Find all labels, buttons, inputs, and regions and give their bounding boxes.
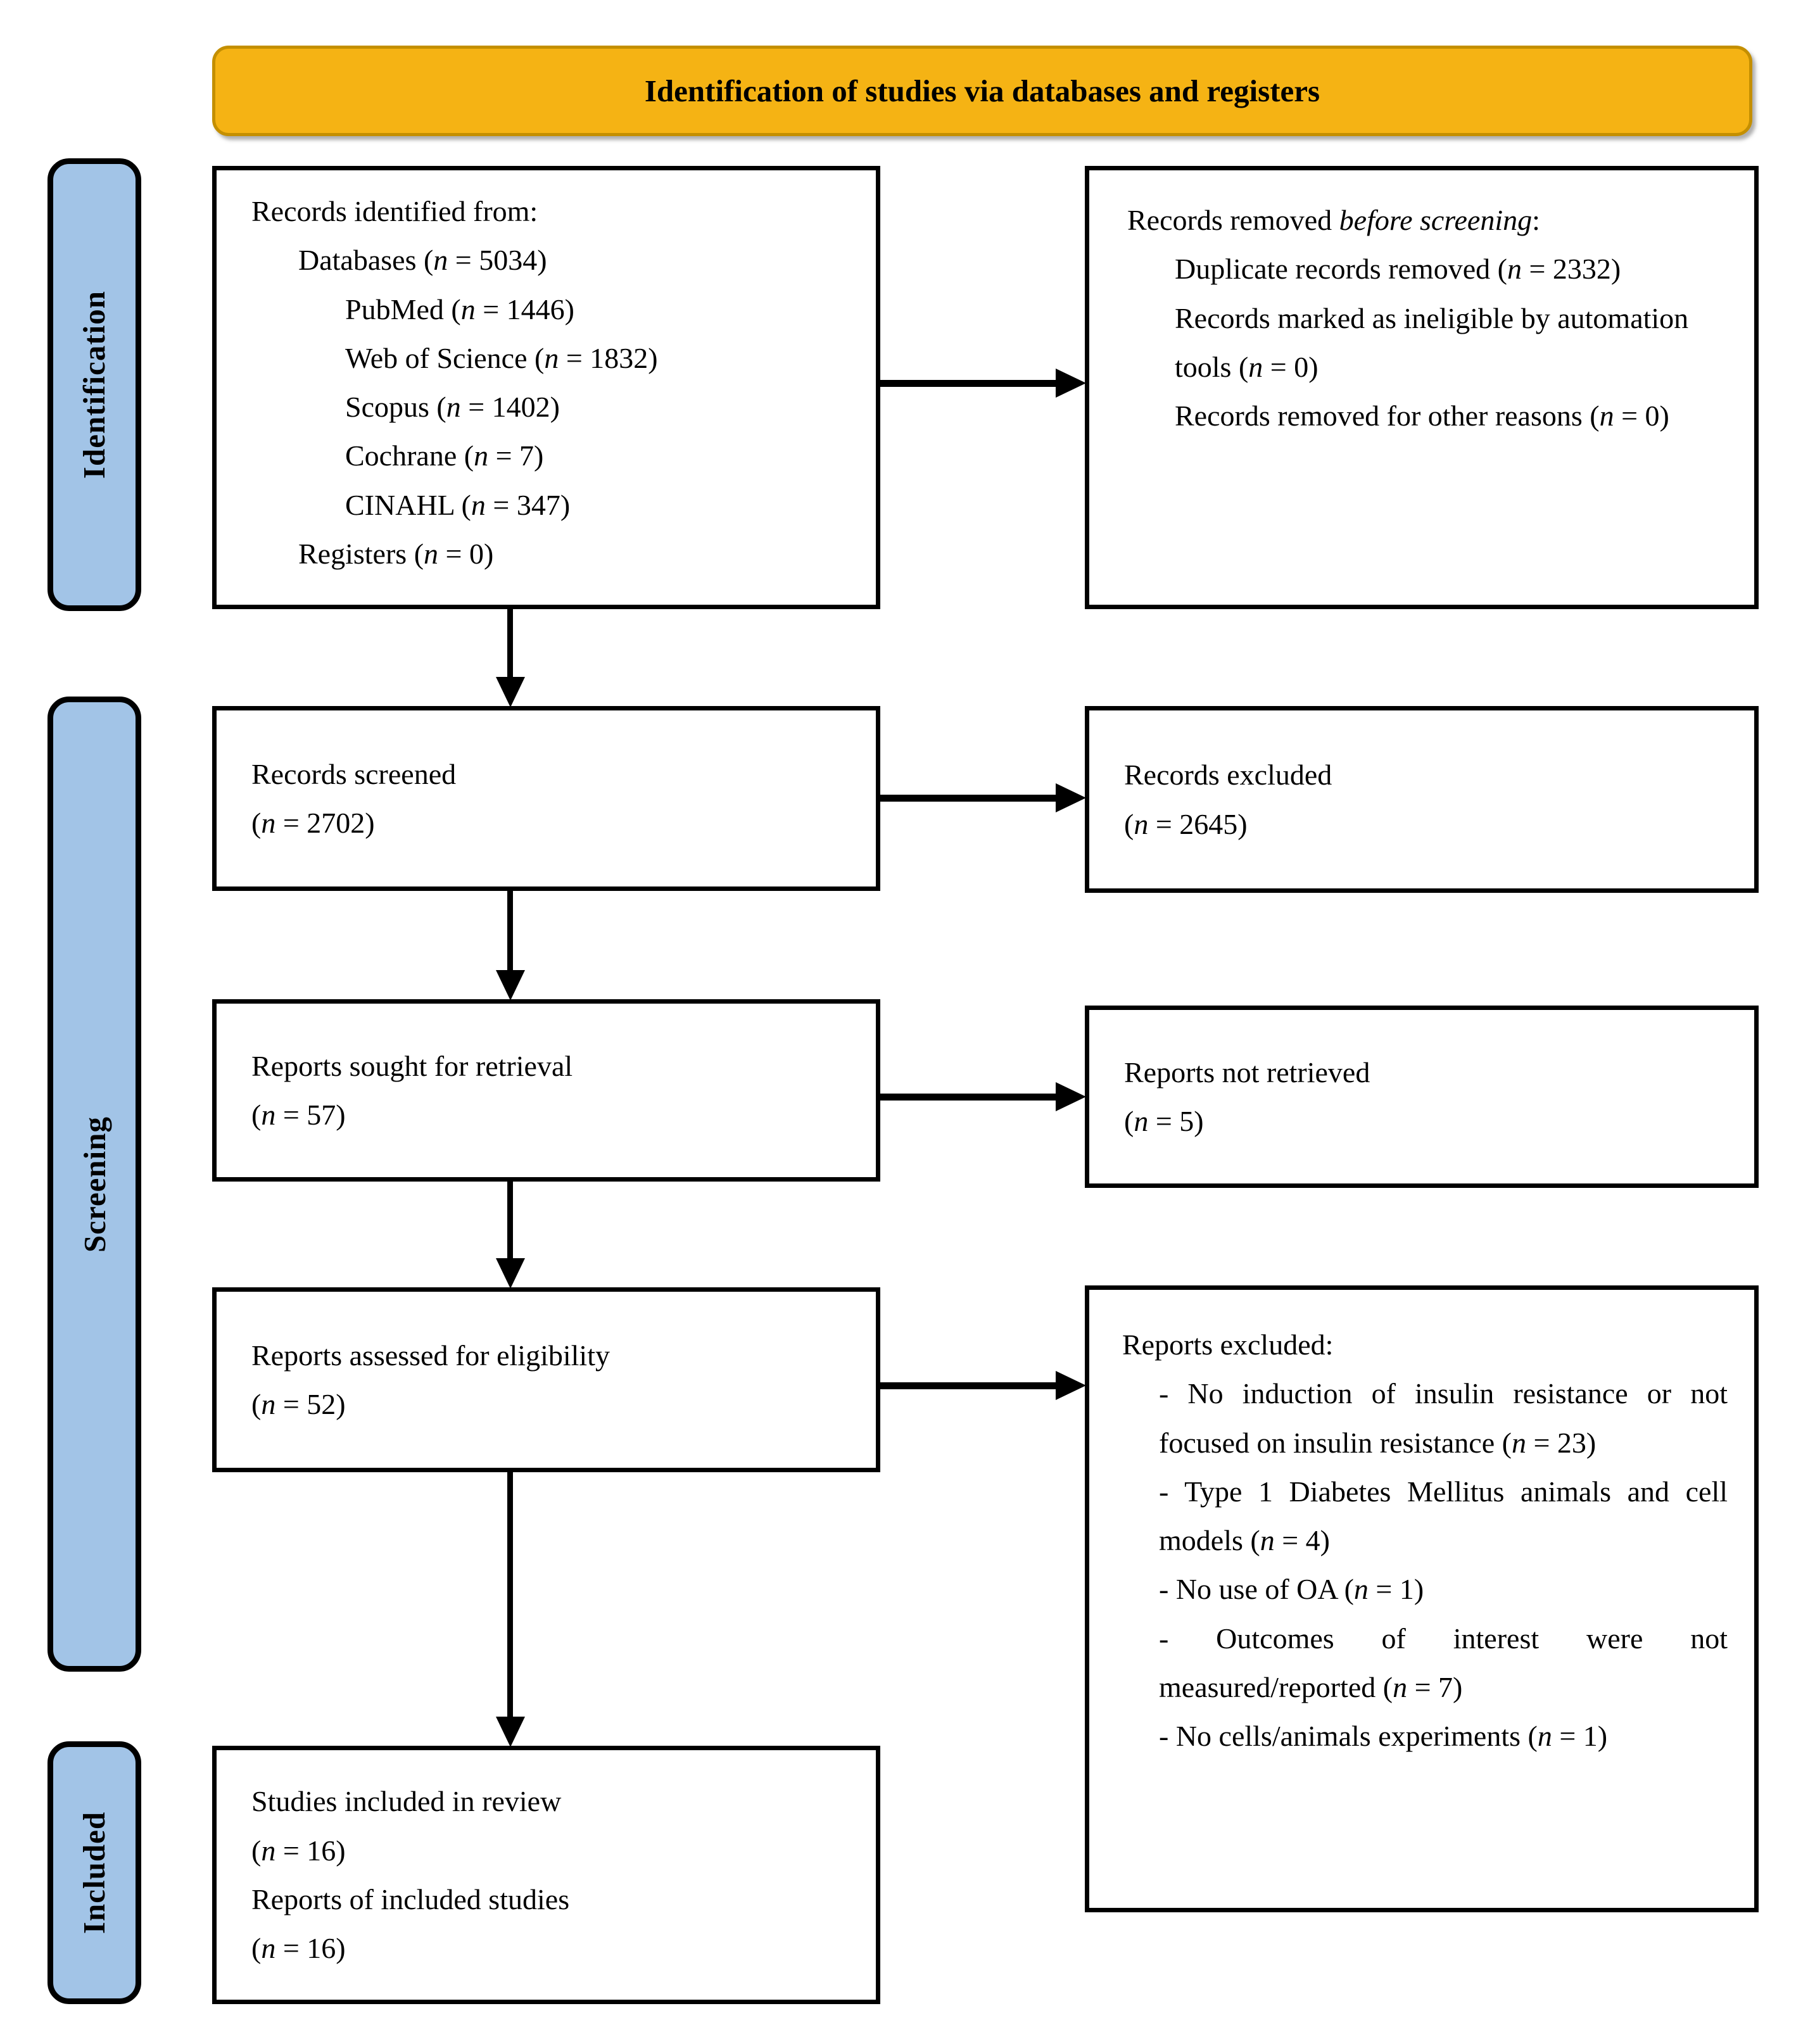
records-screened-label: Records screened [251,757,457,790]
reports-excluded-heading: Reports excluded: [1122,1328,1334,1361]
arrow-down-icon [496,1258,525,1289]
reports-excluded-reason-type1: - Type 1 Diabetes Mellitus animals and c… [1159,1475,1728,1557]
arrow-down-icon [496,1717,525,1747]
records-identified-registers: Registers (n = 0) [298,537,494,570]
arrow-down-icon [496,970,525,1000]
box-records-screened: Records screened (n = 2702) [212,706,880,891]
records-identified-pubmed: PubMed (n = 1446) [345,293,574,325]
reports-assessed-count: (n = 52) [251,1388,346,1420]
records-removed-heading: Records removed before screening: [1127,196,1729,244]
stage-label-screening-text: Screening [77,1116,112,1252]
records-excluded-count: (n = 2645) [1124,807,1248,840]
records-removed-heading-pre: Records removed [1127,204,1339,236]
page-title: Identification of studies via databases … [644,73,1320,108]
box-reports-excluded: Reports excluded: - No induction of insu… [1085,1285,1759,1912]
reports-excluded-reason-no-oa: - No use of OA (n = 1) [1159,1573,1424,1606]
records-identified-web-of-science: Web of Science (n = 1832) [345,341,658,374]
records-identified-scopus: Scopus (n = 1402) [345,391,560,424]
reports-excluded-reason-outcomes: - Outcomes of interest were not measured… [1159,1622,1728,1703]
title-banner: Identification of studies via databases … [212,46,1752,136]
arrow-line [507,609,513,677]
box-reports-assessed: Reports assessed for eligibility (n = 52… [212,1287,880,1472]
reports-assessed-label: Reports assessed for eligibility [251,1339,610,1372]
stage-label-screening: Screening [47,697,141,1672]
box-records-removed: Records removed before screening: Duplic… [1085,166,1759,609]
box-records-excluded: Records excluded (n = 2645) [1085,706,1759,893]
arrow-right-icon [1056,1082,1086,1111]
records-identified-heading: Records identified from: [251,195,538,227]
arrow-down-icon [496,677,525,707]
arrow-line [880,1382,1056,1389]
reports-excluded-reason-no-experiments: - No cells/animals experiments (n = 1) [1159,1720,1608,1753]
records-removed-ineligible: Records marked as ineligible by automati… [1175,301,1689,383]
reports-included-label: Reports of included studies [251,1883,570,1915]
records-removed-heading-italic: before screening [1339,204,1533,236]
stage-label-identification: Identification [47,158,141,611]
stage-label-identification-text: Identification [77,290,112,479]
records-removed-duplicates: Duplicate records removed (n = 2332) [1175,253,1621,286]
arrow-line [880,380,1056,387]
reports-not-retrieved-label: Reports not retrieved [1124,1056,1370,1088]
records-excluded-label: Records excluded [1124,759,1332,792]
box-reports-not-retrieved: Reports not retrieved (n = 5) [1085,1006,1759,1188]
arrow-line [880,1094,1056,1101]
box-studies-included: Studies included in review (n = 16) Repo… [212,1746,880,2004]
arrow-line [507,1472,513,1717]
records-screened-count: (n = 2702) [251,807,375,839]
arrow-line [507,891,513,970]
studies-included-count: (n = 16) [251,1834,346,1867]
reports-excluded-reason-no-induction: - No induction of insulin resistance or … [1159,1377,1728,1459]
box-records-identified: Records identified from: Databases (n = … [212,166,880,609]
arrow-right-icon [1056,1371,1086,1400]
stage-label-included: Included [47,1741,141,2004]
arrow-right-icon [1056,783,1086,812]
arrow-line [507,1182,513,1258]
reports-sought-count: (n = 57) [251,1099,346,1131]
records-removed-other: Records removed for other reasons (n = 0… [1175,400,1669,432]
records-identified-cinahl: CINAHL (n = 347) [345,488,571,521]
arrow-line [880,795,1056,802]
records-removed-heading-post: : [1532,204,1540,236]
records-identified-databases: Databases (n = 5034) [298,244,547,277]
reports-included-count: (n = 16) [251,1932,346,1965]
box-reports-sought: Reports sought for retrieval (n = 57) [212,999,880,1182]
studies-included-label: Studies included in review [251,1785,562,1818]
arrow-right-icon [1056,369,1086,398]
stage-label-included-text: Included [77,1811,112,1934]
reports-not-retrieved-count: (n = 5) [1124,1105,1204,1137]
reports-sought-label: Reports sought for retrieval [251,1049,573,1082]
records-identified-cochrane: Cochrane (n = 7) [345,439,544,472]
